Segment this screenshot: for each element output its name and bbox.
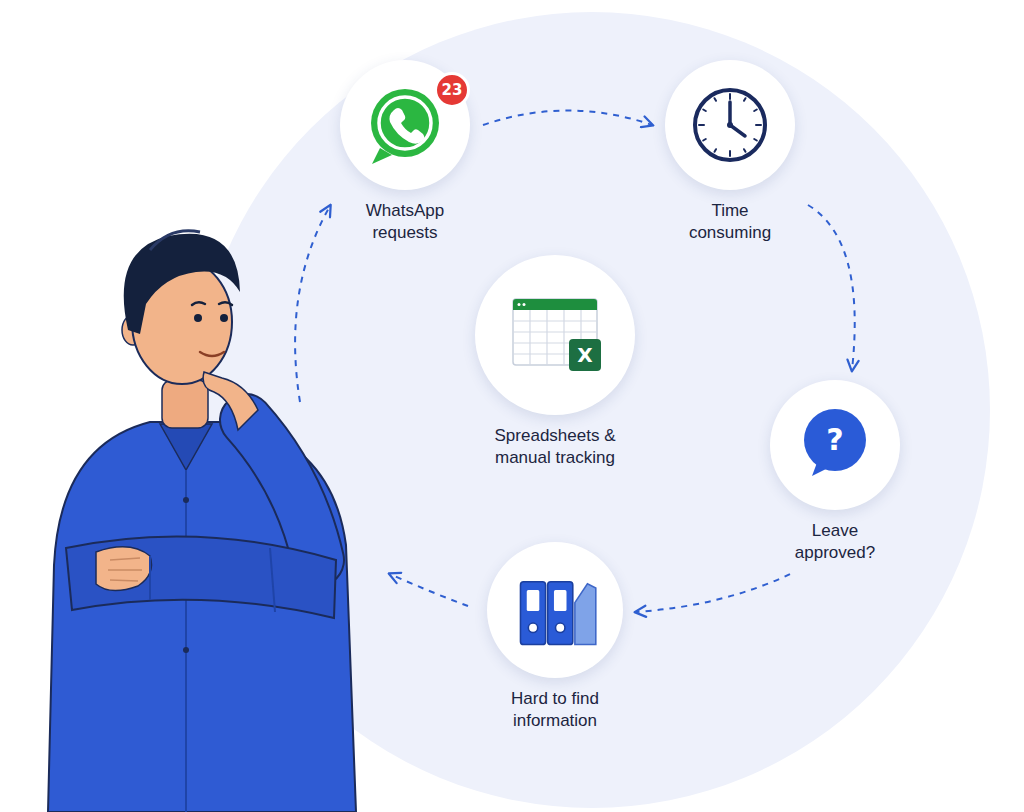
person-illustration-part [183, 497, 189, 503]
person-illustration-part [66, 536, 336, 618]
person-illustration-part [124, 234, 240, 334]
person-illustration-part [183, 647, 189, 653]
person-illustration [48, 231, 356, 812]
icon-circle [487, 542, 623, 678]
clock-icon-part [744, 149, 746, 152]
person-illustration-part [246, 420, 318, 560]
clock-icon-part [754, 110, 757, 112]
sheet-icon [475, 255, 635, 415]
person-illustration-part [160, 424, 212, 470]
icon-circle [665, 60, 795, 190]
person-illustration-part [96, 547, 152, 591]
question-node: Leave approved? [767, 380, 903, 564]
person-illustration-part [200, 352, 224, 356]
person-illustration-part [150, 548, 275, 612]
dashed-arrow [808, 205, 855, 370]
sheet-icon-part [513, 299, 597, 310]
sheet-icon-part-part [513, 331, 597, 332]
clock-icon-part [727, 122, 733, 128]
cycle-line-part [295, 206, 330, 402]
clock-icon-part [715, 98, 717, 101]
person-illustration-part [150, 231, 200, 250]
node-label: Time consuming [680, 200, 780, 244]
cycle-line-part [390, 574, 468, 606]
files-icon-part [528, 623, 537, 632]
person-illustration-part [108, 558, 142, 581]
sheet-icon-part [518, 303, 521, 306]
dashed-arrow [636, 574, 790, 612]
files-icon [487, 542, 623, 678]
node-label: Leave approved? [779, 520, 891, 564]
person-illustration-part [192, 302, 232, 305]
sheet-icon-part-part [513, 320, 597, 321]
files-icon-part [575, 584, 596, 645]
sheet-icon-part [569, 339, 601, 371]
excel-letter: X [570, 340, 600, 370]
person-illustration-part [246, 420, 318, 560]
notification-badge: 23 [434, 72, 470, 108]
clock-icon-part [695, 90, 765, 160]
clock-icon-part [754, 139, 757, 141]
person-illustration-part [194, 314, 202, 322]
spreadsheet-node: Spreadsheets & manual tracking [467, 255, 643, 469]
clock-icon-part [703, 110, 706, 112]
clock-node: Time consuming [662, 60, 798, 244]
clock-icon-part [756, 124, 761, 126]
sheet-icon-part-part [529, 310, 530, 365]
sheet-icon-part [523, 303, 526, 306]
person-illustration-part [185, 470, 187, 812]
question-mark: ? [815, 420, 855, 460]
icon-circle [475, 255, 635, 415]
folder-node: Hard to find information [484, 542, 626, 732]
ask-icon-part [804, 409, 866, 471]
files-icon-part [548, 582, 573, 645]
clock-icon-part [715, 149, 717, 152]
clock-icon-part [729, 94, 731, 99]
dashed-arrow [483, 111, 652, 126]
clock-icon-part [744, 98, 746, 101]
wa-icon-part [371, 89, 439, 157]
sheet-icon-part-part [546, 310, 547, 365]
files-icon-part [527, 590, 540, 611]
node-label: WhatsApp requests [349, 200, 461, 244]
clock-icon-part [699, 124, 704, 126]
node-label: Spreadsheets & manual tracking [470, 425, 640, 469]
wa-icon-part [390, 108, 425, 144]
files-icon-part [554, 590, 567, 611]
files-icon-part [556, 623, 565, 632]
clock-icon [665, 60, 795, 190]
sheet-icon-part-part [563, 310, 564, 365]
wa-icon-part [379, 97, 431, 149]
clock-icon-part [728, 102, 732, 125]
person-illustration-part [203, 372, 258, 430]
files-icon-part [520, 582, 545, 645]
clock-icon-part [703, 139, 706, 141]
clock-icon-part [729, 151, 731, 156]
person-illustration-part [162, 380, 208, 428]
node-label: Hard to find information [490, 688, 620, 732]
person-illustration-part [220, 314, 228, 322]
